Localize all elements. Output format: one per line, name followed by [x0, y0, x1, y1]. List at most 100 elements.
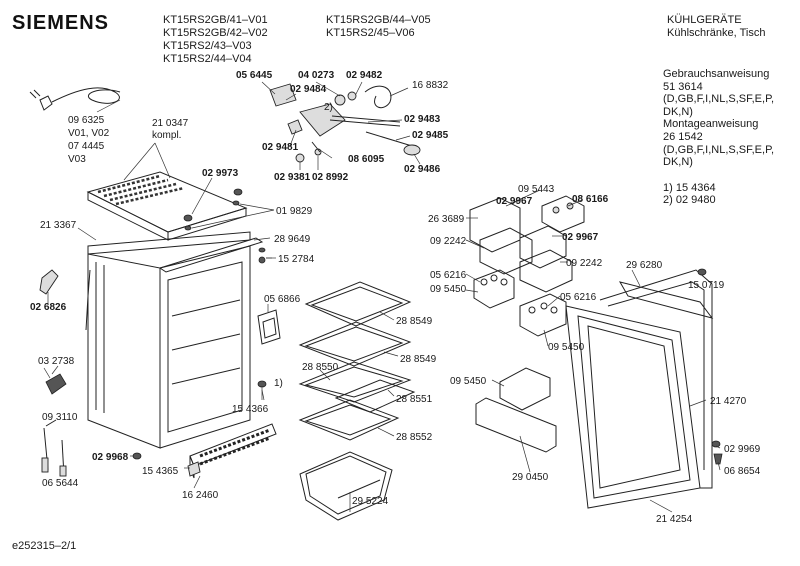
part-label: 29 5224	[352, 496, 389, 507]
part-note: kompl.	[152, 130, 182, 141]
side-bracket-drawing	[39, 269, 59, 295]
glass-shelves-drawing	[298, 281, 416, 441]
part-label: 16 2460	[182, 490, 219, 501]
part-label: 02 9969	[724, 444, 761, 455]
part-label: 02 9481	[262, 142, 299, 153]
part-label: 15 4366	[232, 404, 269, 415]
part-label: 06 5644	[42, 478, 79, 489]
door-shelves-drawing	[469, 195, 585, 453]
part-label: 21 3367	[40, 220, 77, 231]
part-label: 29 6280	[626, 260, 663, 271]
part-label: 02 6826	[30, 302, 67, 313]
footnote: 2) 02 9480	[663, 194, 716, 207]
plinth-grille-drawing	[132, 423, 277, 479]
part-label: 09 5443	[518, 184, 555, 195]
part-label: 29 0450	[512, 472, 549, 483]
worktop-drawing	[86, 142, 248, 241]
part-label: 09 6325	[68, 115, 105, 126]
part-label: 21 4270	[710, 396, 747, 407]
model-list-primary: KT15RS2GB/41–V01 KT15RS2GB/42–V02 KT15RS…	[163, 14, 268, 66]
part-label: 15 0719	[688, 280, 725, 291]
control-knob-drawing	[43, 367, 67, 395]
doc-line: (D,GB,F,I,NL,S,SF,E,P,	[663, 143, 775, 156]
part-label: 08 6166	[572, 194, 609, 205]
part-label: 02 9967	[496, 196, 533, 207]
part-label: 02 9485	[412, 130, 449, 141]
model-number: KT15RS2/43–V03	[163, 40, 252, 52]
diagram-code: e252315–2/1	[12, 540, 77, 552]
part-label: 01 9829	[276, 206, 313, 217]
part-label: 02 9484	[290, 84, 327, 95]
part-label: 21 0347	[152, 118, 189, 129]
part-label: 02 8992	[312, 172, 349, 183]
part-label: 04 0273	[298, 70, 335, 81]
part-label: 05 6216	[560, 292, 597, 303]
footnote: 1) 15 4364	[663, 181, 716, 194]
variant-label: V03	[68, 154, 86, 165]
footnote-marker: 1)	[274, 378, 283, 389]
part-label: 09 2242	[430, 236, 467, 247]
part-label: 16 8832	[412, 80, 449, 91]
doc-line: DK,N)	[663, 105, 693, 118]
model-list-secondary: KT15RS2GB/44–V05 KT15RS2/45–V06	[326, 14, 431, 40]
model-number: KT15RS2GB/41–V01	[163, 14, 268, 26]
part-label: 09 2242	[566, 258, 603, 269]
part-label: 28 8549	[396, 316, 433, 327]
footnote-marker: 2)	[324, 102, 333, 113]
part-label: 15 2784	[278, 254, 315, 265]
part-label: 05 6445	[236, 70, 273, 81]
part-label: 08 6095	[348, 154, 385, 165]
part-label: 02 9381	[274, 172, 311, 183]
model-number: KT15RS2/44–V04	[163, 53, 252, 65]
cabinet-drawing	[85, 231, 251, 449]
model-number: KT15RS2GB/44–V05	[326, 14, 431, 26]
part-label: 02 9482	[346, 70, 383, 81]
part-label: 09 5450	[430, 284, 467, 295]
category-title: KÜHLGERÄTE	[667, 14, 742, 26]
part-label: 02 9483	[404, 114, 441, 125]
category-subtitle: Kühlschränke, Tisch	[667, 27, 766, 39]
part-label: 09 3110	[42, 412, 78, 423]
appliance-category: KÜHLGERÄTE Kühlschränke, Tisch	[667, 14, 774, 40]
doc-line: (D,GB,F,I,NL,S,SF,E,P,	[663, 93, 775, 106]
brand-logo: SIEMENS	[12, 12, 110, 34]
power-cord-drawing	[29, 87, 121, 111]
part-label: 02 9967	[562, 232, 599, 243]
hinge-strip-drawing	[158, 237, 264, 273]
part-label: 07 4445	[68, 141, 105, 152]
doc-line: 51 3614	[663, 80, 703, 93]
part-label: 28 8550	[302, 362, 339, 373]
part-label: 02 9968	[92, 452, 129, 463]
doc-line: DK,N)	[663, 156, 693, 169]
part-label: 28 8551	[396, 394, 433, 405]
part-label: 02 9973	[202, 168, 239, 179]
part-label: 05 6216	[430, 270, 467, 281]
part-label: 09 5450	[548, 342, 585, 353]
doc-line: Gebrauchsanweisung	[663, 68, 770, 80]
model-number: KT15RS2GB/42–V02	[163, 27, 268, 39]
part-label: 26 3689	[428, 214, 465, 225]
model-number: KT15RS2/45–V06	[326, 27, 415, 39]
documentation-list: Gebrauchsanweisung 51 3614 (D,GB,F,I,NL,…	[663, 68, 774, 207]
part-label: 21 4254	[656, 514, 693, 525]
part-label: 28 8552	[396, 432, 433, 443]
worktop-screws-drawing	[183, 177, 275, 231]
doc-line: 26 1542	[663, 130, 703, 143]
doc-line: Montageanweisung	[663, 118, 759, 131]
part-label: 05 6866	[264, 294, 301, 305]
part-label: 28 8549	[400, 354, 437, 365]
variant-label: V01, V02	[68, 128, 110, 139]
leader-lines	[47, 81, 721, 513]
part-label: 15 4365	[142, 466, 179, 477]
sensor-probes-drawing	[41, 419, 67, 477]
thermostat-assembly-drawing	[269, 83, 421, 163]
part-label: 09 5450	[450, 376, 487, 387]
part-label: 06 8654	[724, 466, 761, 477]
door-drawing	[565, 268, 723, 509]
part-label: 28 9649	[274, 234, 311, 245]
vegetable-drawer-drawing	[299, 451, 393, 521]
small-fittings-drawing	[257, 247, 281, 400]
part-label: 02 9486	[404, 164, 441, 175]
part-label: 03 2738	[38, 356, 75, 367]
